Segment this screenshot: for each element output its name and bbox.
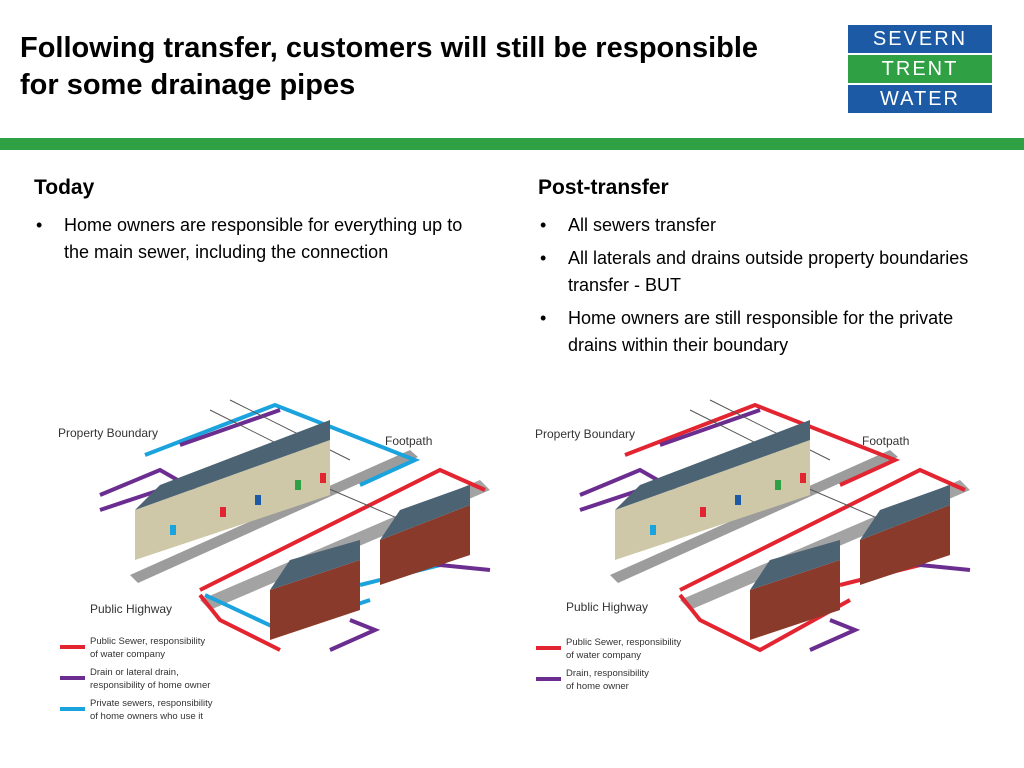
today-column: Today • Home owners are responsible for e… xyxy=(34,176,474,272)
today-heading: Today xyxy=(34,176,95,199)
diagram-today: Property Boundary Footpath Public Highwa… xyxy=(30,395,500,730)
public-sewer-line xyxy=(679,467,966,592)
label-public-highway: Public Highway xyxy=(90,602,172,616)
legend: Public Sewer, responsibility of water co… xyxy=(536,637,681,692)
drain-line xyxy=(659,408,761,447)
legend-text: Drain, responsibility xyxy=(566,668,649,679)
today-bullet-list: • Home owners are responsible for everyth… xyxy=(34,212,474,266)
label-property-boundary: Property Boundary xyxy=(58,426,158,440)
drainage-diagram-post-transfer: Property Boundary Footpath Public Highwa… xyxy=(535,399,971,692)
bullet-icon: • xyxy=(540,215,547,235)
house-terrace-front-right xyxy=(860,485,950,585)
bullet-icon: • xyxy=(36,215,43,235)
drain-line xyxy=(809,618,861,652)
public-sewer-line xyxy=(198,593,281,652)
drainage-diagram-today: Property Boundary Footpath Public Highwa… xyxy=(58,399,491,722)
legend-text: responsibility of home owner xyxy=(90,680,210,691)
post-transfer-column: Post-transfer • All sewers transfer • All … xyxy=(538,176,978,365)
severn-trent-logo: SEVERN TRENT WATER xyxy=(848,25,992,115)
drain-line xyxy=(99,488,161,512)
post-transfer-bullet: • All sewers transfer xyxy=(538,212,978,239)
public-sewer-line xyxy=(624,402,901,487)
diagram-post-transfer: Property Boundary Footpath Public Highwa… xyxy=(510,395,980,730)
today-bullet: • Home owners are responsible for everyth… xyxy=(34,212,474,266)
logo-line-water: WATER xyxy=(848,85,992,113)
legend: Public Sewer, responsibility of water co… xyxy=(60,636,213,722)
label-public-highway: Public Highway xyxy=(566,600,648,614)
legend-text: Private sewers, responsibility xyxy=(90,698,213,709)
header-divider xyxy=(0,138,1024,150)
public-sewer-line xyxy=(199,467,486,592)
bullet-icon: • xyxy=(540,308,547,328)
label-footpath: Footpath xyxy=(385,434,432,448)
bullet-text: Home owners are still responsible for th… xyxy=(568,308,954,355)
private-sewer-line xyxy=(144,402,421,487)
slide-title: Following transfer, customers will still… xyxy=(20,32,759,101)
bullet-text: All sewers transfer xyxy=(568,215,717,235)
post-transfer-bullet: • Home owners are still responsible for t… xyxy=(538,305,978,359)
legend-text: of water company xyxy=(566,650,641,661)
post-transfer-heading: Post-transfer xyxy=(538,176,669,199)
house-terrace-front-left xyxy=(750,540,840,640)
label-footpath: Footpath xyxy=(862,434,909,448)
footpath-strip xyxy=(130,450,418,583)
legend-text: Public Sewer, responsibility xyxy=(566,637,681,648)
logo-line-trent: TRENT xyxy=(848,55,992,83)
bullet-text: All laterals and drains outside property… xyxy=(568,248,969,295)
label-property-boundary: Property Boundary xyxy=(535,427,635,441)
house-terrace-back xyxy=(135,420,330,560)
drain-line xyxy=(329,618,381,652)
drain-line xyxy=(579,488,641,512)
legend-text: Public Sewer, responsibility xyxy=(90,636,205,647)
legend-text: of water company xyxy=(90,649,165,660)
legend-text: of home owner xyxy=(566,681,629,692)
drain-line xyxy=(179,408,281,447)
legend-text: of home owners who use it xyxy=(90,711,203,722)
footpath-strip xyxy=(610,450,898,583)
post-transfer-bullet: • All laterals and drains outside propert… xyxy=(538,245,978,299)
house-terrace-back xyxy=(615,420,810,560)
legend-text: Drain or lateral drain, xyxy=(90,667,179,678)
public-sewer-line xyxy=(678,593,851,653)
bullet-text: Home owners are responsible for everythi… xyxy=(64,215,463,262)
house-terrace-front-left xyxy=(270,540,360,640)
house-terrace-front-right xyxy=(380,485,470,585)
post-transfer-bullet-list: • All sewers transfer • All laterals and d… xyxy=(538,212,978,359)
logo-line-severn: SEVERN xyxy=(848,25,992,53)
bullet-icon: • xyxy=(540,248,547,268)
